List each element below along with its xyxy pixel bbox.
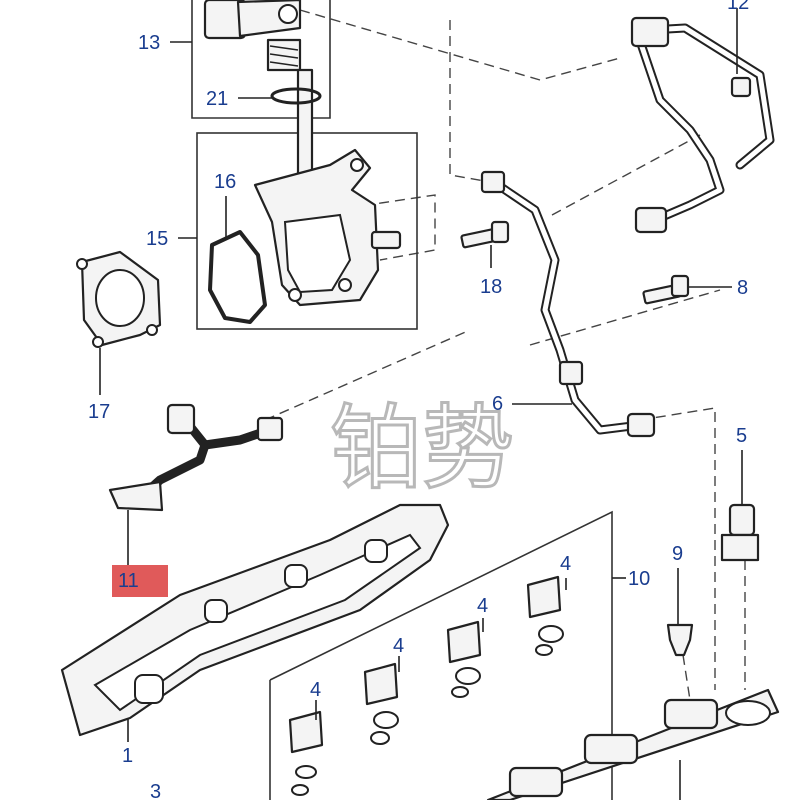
callout-4b[interactable]: 4 bbox=[477, 595, 488, 617]
callout-4c[interactable]: 4 bbox=[393, 635, 404, 657]
callout-4a[interactable]: 4 bbox=[560, 553, 571, 575]
callout-9[interactable]: 9 bbox=[672, 543, 683, 565]
svg-text:铂势: 铂势 bbox=[330, 395, 514, 502]
injector-seal-sets bbox=[288, 575, 564, 796]
callout-11-highlight[interactable]: 11 bbox=[112, 565, 168, 597]
fuel-line-12 bbox=[630, 16, 775, 234]
callout-18[interactable]: 18 bbox=[480, 276, 502, 298]
clip-9 bbox=[666, 623, 694, 657]
sensor-harness-11 bbox=[108, 403, 284, 512]
pressure-sensor-5 bbox=[720, 503, 760, 562]
gasket-16 bbox=[208, 230, 267, 324]
heat-shield-1 bbox=[60, 503, 450, 737]
callout-21[interactable]: 21 bbox=[206, 88, 228, 110]
leader-lines bbox=[99, 8, 743, 800]
callout-11-box bbox=[112, 565, 168, 597]
callout-3[interactable]: 3 bbox=[150, 781, 161, 800]
fuel-rail-3 bbox=[486, 688, 780, 800]
callout-labels: 13 21 16 15 17 18 8 12 6 5 10 9 4 4 4 4 … bbox=[88, 0, 749, 800]
callout-11: 11 bbox=[118, 570, 139, 592]
pressure-line-6 bbox=[480, 170, 656, 438]
group-frames bbox=[191, 0, 613, 800]
bolt-8 bbox=[642, 274, 690, 305]
flange-gasket-17 bbox=[76, 250, 162, 348]
bolt-18 bbox=[460, 220, 510, 249]
o-ring-21 bbox=[270, 87, 322, 105]
callout-17[interactable]: 17 bbox=[88, 401, 110, 423]
callout-16[interactable]: 16 bbox=[214, 171, 236, 193]
pump-housing bbox=[253, 148, 402, 307]
callout-10[interactable]: 10 bbox=[628, 568, 650, 590]
callout-1[interactable]: 1 bbox=[122, 745, 133, 767]
callout-13[interactable]: 13 bbox=[138, 32, 160, 54]
dashed-guide-lines bbox=[264, 9, 746, 701]
callout-15[interactable]: 15 bbox=[146, 228, 168, 250]
callout-4d[interactable]: 4 bbox=[310, 679, 321, 701]
callout-6[interactable]: 6 bbox=[492, 393, 503, 415]
watermark: 铂势 bbox=[329, 394, 516, 504]
callout-12[interactable]: 12 bbox=[727, 0, 749, 14]
callout-5[interactable]: 5 bbox=[736, 425, 747, 447]
callout-8[interactable]: 8 bbox=[737, 277, 748, 299]
